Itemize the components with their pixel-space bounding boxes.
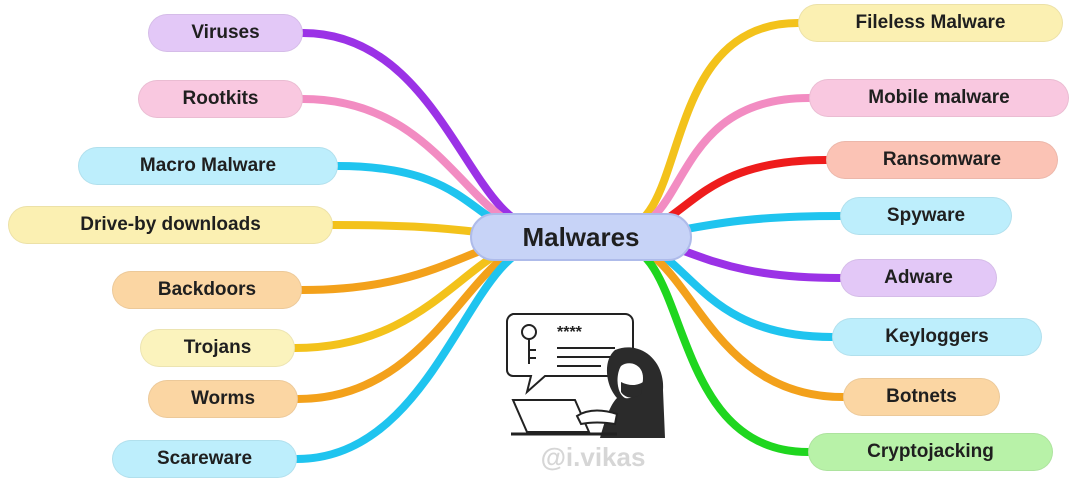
node-fileless-malware: Fileless Malware <box>798 4 1063 42</box>
node-label: Trojans <box>183 337 252 358</box>
node-cryptojacking: Cryptojacking <box>808 433 1053 471</box>
node-label: Cryptojacking <box>867 441 994 462</box>
center-node-label: Malwares <box>522 221 640 252</box>
node-label: Drive-by downloads <box>80 214 261 235</box>
node-label: Macro Malware <box>139 155 277 176</box>
node-adware: Adware <box>840 259 997 297</box>
node-keyloggers: Keyloggers <box>832 318 1042 356</box>
node-label: Ransomware <box>882 149 1002 170</box>
node-drive-by-downloads: Drive-by downloads <box>8 206 333 244</box>
node-macro-malware: Macro Malware <box>78 147 338 185</box>
node-label: Spyware <box>886 205 966 226</box>
node-rootkits: Rootkits <box>138 80 303 118</box>
node-label: Mobile malware <box>868 87 1010 108</box>
center-node-malwares: Malwares <box>470 213 692 261</box>
node-spyware: Spyware <box>840 197 1012 235</box>
node-viruses: Viruses <box>148 14 303 52</box>
node-mobile-malware: Mobile malware <box>809 79 1069 117</box>
node-ransomware: Ransomware <box>826 141 1058 179</box>
node-label: Botnets <box>886 386 957 407</box>
node-scareware: Scareware <box>112 440 297 478</box>
watermark: @i.vikas <box>540 442 646 472</box>
node-label: Worms <box>190 388 256 409</box>
node-label: Scareware <box>156 448 253 469</box>
node-label: Rootkits <box>182 88 259 109</box>
connector-fileless-malware <box>616 19 802 233</box>
node-trojans: Trojans <box>140 329 295 367</box>
node-botnets: Botnets <box>843 378 1000 416</box>
node-label: Adware <box>884 267 953 288</box>
hacker-laptop-password-icon: **** <box>506 313 665 438</box>
node-label: Keyloggers <box>885 326 989 347</box>
connector-viruses <box>299 29 544 233</box>
node-label: Viruses <box>191 22 260 43</box>
node-worms: Worms <box>148 380 298 418</box>
node-label: Fileless Malware <box>855 12 1006 33</box>
node-backdoors: Backdoors <box>112 271 302 309</box>
svg-text:****: **** <box>557 324 583 341</box>
node-label: Backdoors <box>157 279 257 300</box>
